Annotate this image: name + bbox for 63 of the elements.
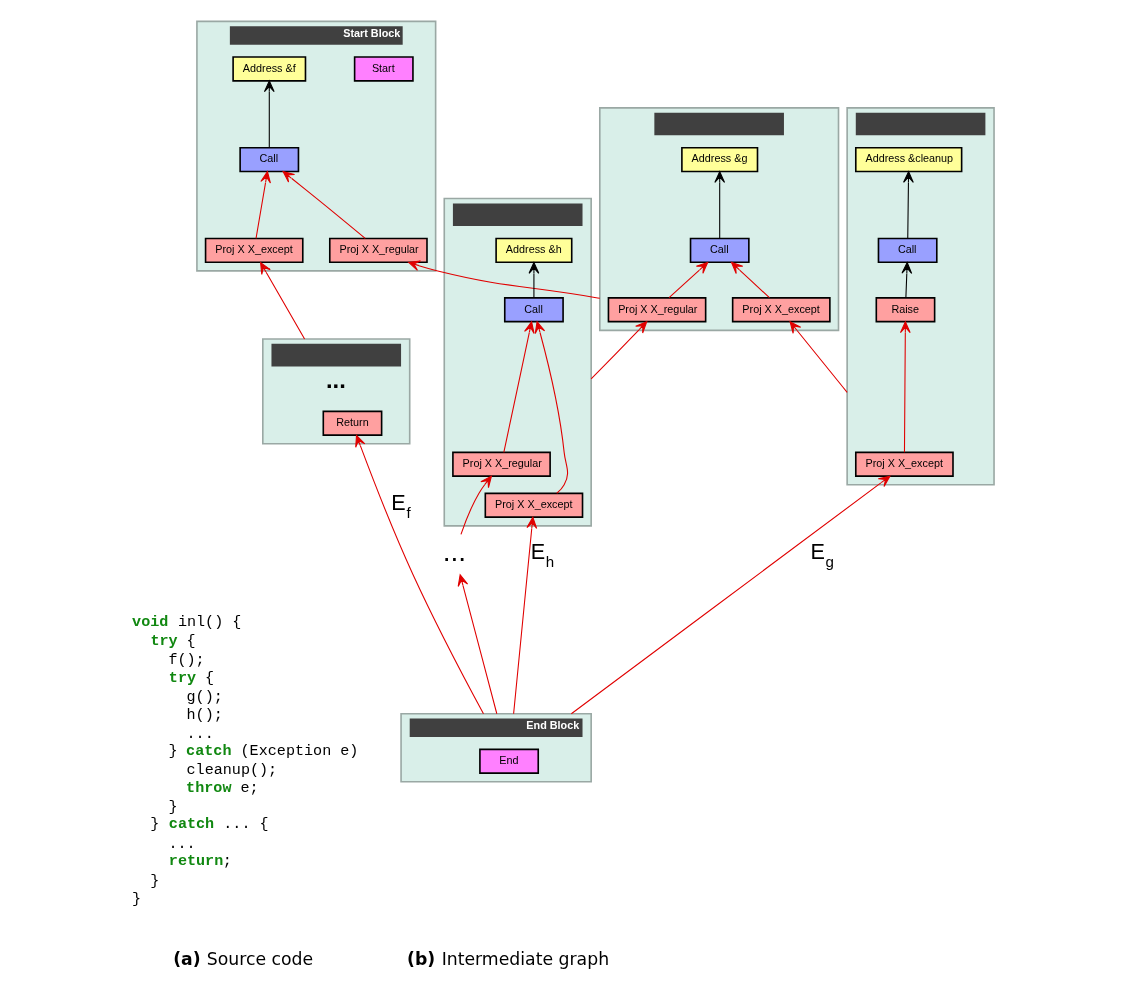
node-text: ...: [442, 536, 467, 568]
node-box: Call: [503, 297, 564, 323]
label: (b) Intermediate graph: [407, 949, 610, 970]
arrow: [570, 475, 891, 715]
label: }: [132, 889, 142, 908]
edge-label: E$_{f}$: [391, 489, 411, 522]
arrow: [408, 260, 601, 299]
label: throw e;: [186, 778, 259, 797]
node-box: Proj X X_regular: [452, 451, 551, 477]
arrow: [513, 516, 538, 715]
node-box: Call: [877, 237, 938, 264]
node-box: Proj X X_regular: [607, 297, 707, 323]
edge-label: E$_{h}$: [530, 538, 555, 571]
arrow: [789, 321, 848, 393]
label: g();: [186, 688, 223, 707]
arrow: [731, 261, 770, 299]
node-box: Address &f: [232, 56, 307, 82]
node-box: Proj X X_except: [484, 492, 584, 518]
arrow: [668, 261, 709, 299]
label: ...: [168, 834, 196, 853]
arrow: [528, 261, 540, 299]
label: (a) Source code: [173, 949, 314, 970]
node-box: Call: [239, 147, 300, 173]
node-box: Proj X X_except: [204, 237, 304, 264]
cluster: [443, 197, 592, 527]
arrow: [260, 262, 306, 340]
edge-label: E$_{g}$: [810, 538, 834, 571]
node-box: Call: [689, 237, 750, 264]
arrow: [355, 434, 485, 715]
label: } catch (Exception e): [168, 742, 359, 761]
arrow: [714, 171, 726, 239]
arrow: [263, 80, 275, 149]
label: }: [150, 871, 160, 890]
node-box: Start: [353, 56, 414, 82]
arrow: [901, 261, 913, 299]
node-box: Raise: [875, 297, 936, 323]
label: f();: [168, 651, 205, 670]
arrow: [503, 321, 535, 453]
arrow: [460, 475, 492, 535]
arrow: [282, 171, 366, 239]
arrow: [457, 574, 498, 715]
arrow: [255, 171, 271, 239]
node-box: Address &cleanup: [855, 147, 963, 173]
arrow: [534, 321, 569, 494]
label: ...: [186, 724, 214, 743]
arrow: [903, 171, 914, 239]
label: try {: [168, 668, 214, 687]
arrow: [899, 321, 911, 453]
node-box: Proj X X_except: [731, 297, 831, 323]
label: h();: [186, 706, 223, 725]
label: try {: [150, 631, 196, 650]
node-box: Address &g: [681, 147, 759, 173]
node-box: Address &h: [495, 237, 573, 264]
node-box: Proj X X_except: [855, 451, 954, 477]
label: void inl() {: [132, 613, 242, 632]
node-box: Proj X X_regular: [328, 237, 428, 264]
node-box: Return: [322, 410, 383, 436]
label: } catch ... {: [150, 815, 269, 834]
label: }: [168, 798, 178, 817]
label: return;: [168, 852, 232, 871]
label: cleanup();: [186, 761, 278, 780]
node-box: End: [479, 748, 540, 774]
arrow: [590, 321, 648, 380]
